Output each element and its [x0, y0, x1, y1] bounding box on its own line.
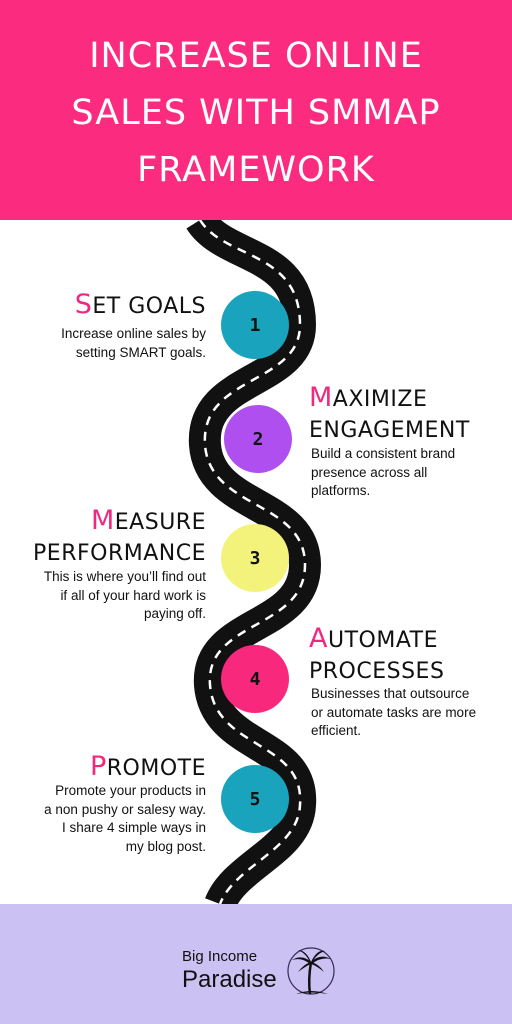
step-4-description: Businesses that outsource or automate ta… — [311, 685, 476, 741]
step-2-title: MAXIMIZE ENGAGEMENT — [309, 382, 470, 446]
description-line: Businesses that outsource — [311, 686, 470, 701]
step-initial: M — [90, 505, 115, 536]
step-title-rest: ROMOTE — [106, 756, 206, 781]
description-line: a non pushy or salesy way. — [44, 801, 206, 817]
description-line: or automate tasks are more — [311, 704, 477, 720]
step-1-badge: 1 — [221, 291, 289, 359]
step-4-title: AUTOMATE PROCESSES — [309, 623, 444, 687]
description-line: setting SMART goals. — [75, 344, 206, 360]
step-initial: P — [89, 751, 107, 782]
step-1-title: SET GOALS — [75, 289, 206, 322]
description-line: Promote your products in — [55, 783, 206, 798]
step-5-description: Promote your products in a non pushy or … — [44, 782, 206, 856]
step-number: 1 — [249, 314, 261, 336]
step-number: 4 — [249, 668, 261, 690]
step-1-description: Increase online sales by setting SMART g… — [61, 325, 206, 362]
description-line: I share 4 simple ways in — [61, 820, 206, 835]
step-number: 5 — [249, 788, 261, 810]
description-line: if all of your hard work is — [60, 587, 206, 603]
footer-banner — [0, 904, 512, 1024]
step-title-line: PROCESSES — [309, 659, 445, 684]
step-title-line: ENGAGEMENT — [309, 418, 470, 443]
description-line: Build a consistent brand — [311, 446, 456, 461]
step-title-rest: EASURE — [114, 510, 206, 535]
winding-road-illustration — [186, 220, 322, 904]
palm-tree-icon — [287, 947, 335, 995]
step-4-badge: 4 — [221, 645, 289, 713]
step-3-badge: 3 — [221, 524, 289, 592]
step-title-rest: ET GOALS — [92, 294, 206, 319]
step-title-line: PERFORMANCE — [33, 541, 206, 566]
step-2-description: Build a consistent brand presence across… — [311, 445, 455, 501]
step-title-rest: AXIMIZE — [332, 387, 428, 412]
page-title: INCREASE ONLINE SALES WITH SMMAP FRAMEWO… — [0, 28, 512, 199]
header-banner: INCREASE ONLINE SALES WITH SMMAP FRAMEWO… — [0, 0, 512, 220]
step-5-badge: 5 — [221, 765, 289, 833]
description-line: Increase online sales by — [61, 326, 206, 341]
step-title-rest: UTOMATE — [327, 628, 439, 653]
step-3-title: MEASURE PERFORMANCE — [33, 505, 206, 569]
description-line: This is where you’ll find out — [43, 569, 206, 584]
road-center-line — [198, 220, 307, 904]
description-line: my blog post. — [125, 838, 206, 854]
description-line: efficient. — [311, 723, 362, 738]
brand-line-1: Big Income — [182, 948, 258, 965]
step-initial: A — [309, 623, 328, 654]
brand-line-2: Paradise — [182, 966, 277, 993]
description-line: platforms. — [311, 483, 371, 498]
title-line: INCREASE ONLINE — [89, 36, 423, 76]
step-number: 3 — [249, 547, 261, 569]
title-line: FRAMEWORK — [137, 150, 375, 190]
brand-logo-text: Big Income Paradise — [182, 948, 277, 993]
step-5-title: PROMOTE — [90, 751, 206, 784]
step-2-badge: 2 — [224, 405, 292, 473]
description-line: paying off. — [143, 606, 206, 621]
step-initial: S — [74, 289, 93, 320]
description-line: presence across all — [311, 464, 428, 480]
title-line: SALES WITH SMMAP — [71, 93, 441, 133]
step-3-description: This is where you’ll find out if all of … — [44, 568, 206, 624]
step-number: 2 — [252, 428, 264, 450]
step-initial: M — [309, 382, 333, 413]
